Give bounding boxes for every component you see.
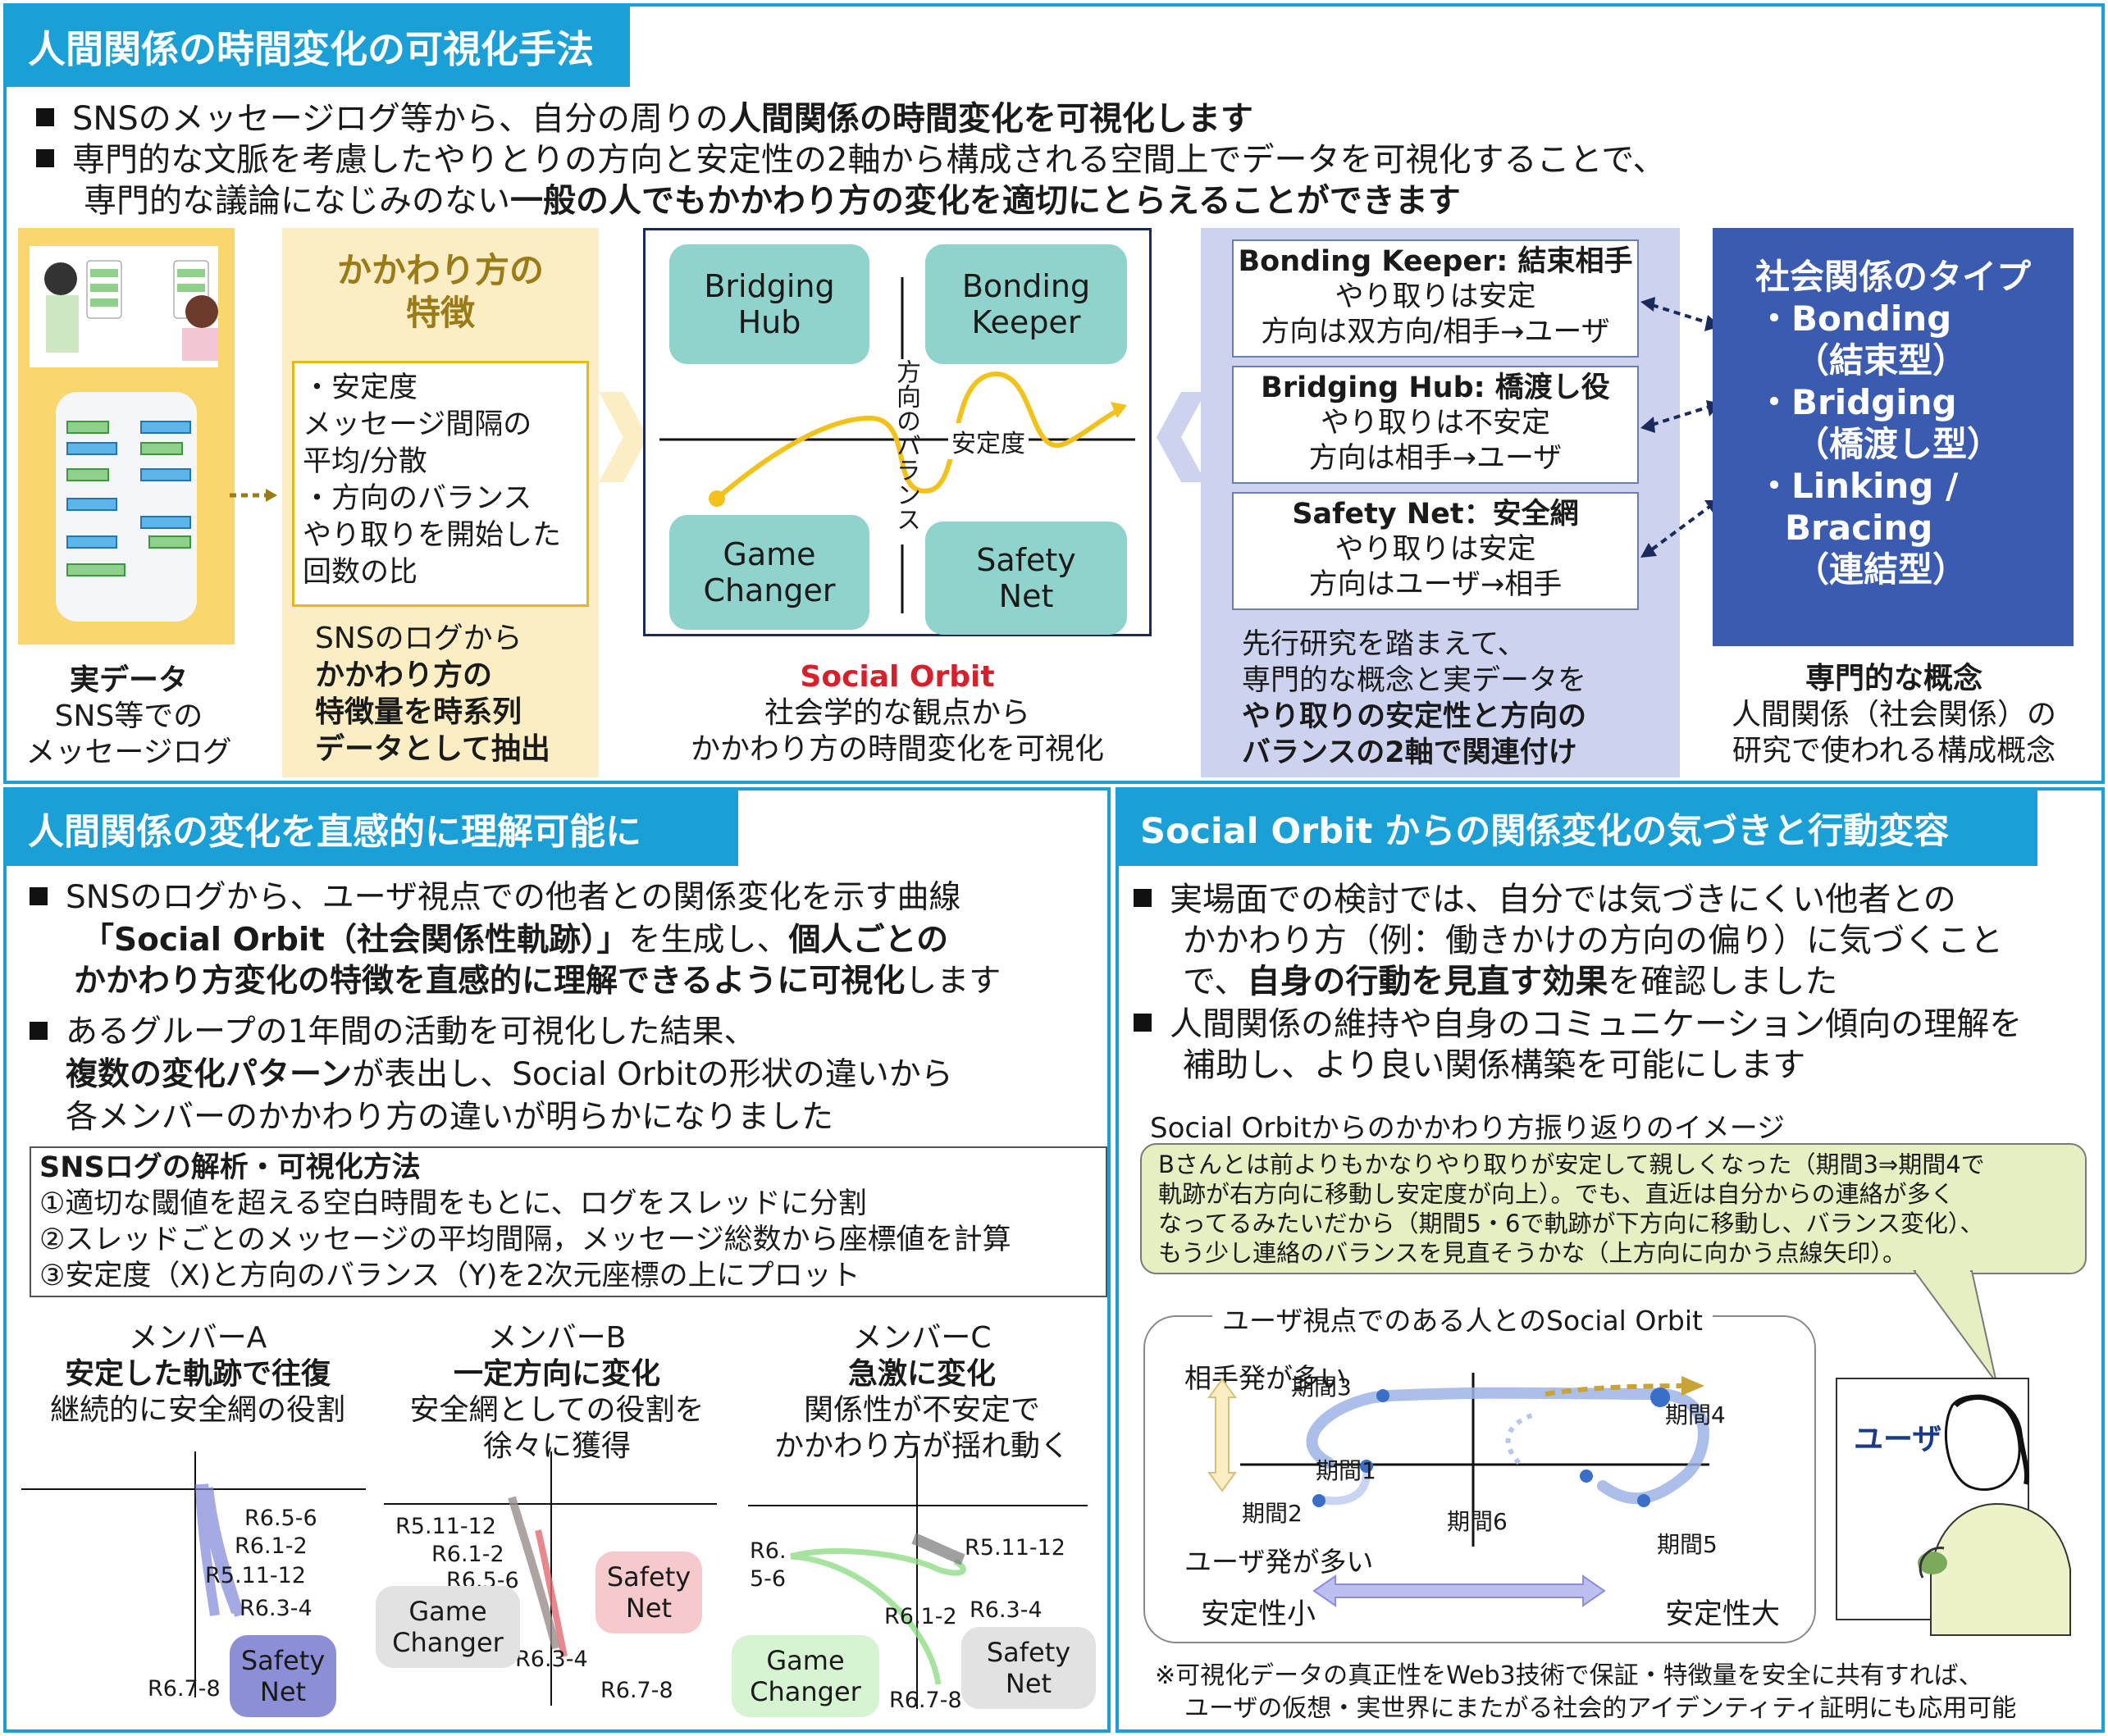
stability-high-label: 安定性大 (1665, 1598, 1781, 1631)
period-4-label: 期間4 (1665, 1401, 1726, 1428)
footnote: ※可視化データの真正性をWeb3技術で保証・特徴量を安全に共有すれば、 ユーザの… (1155, 1661, 2017, 1723)
orbit-caption: Social Orbit 社会学的な観点から かかわり方の時間変化を可視化 (690, 660, 1104, 766)
period-2-label: 期間2 (1242, 1500, 1303, 1527)
member-c-label-3: R5.11-12 (965, 1535, 1065, 1561)
top-bullet-1: SNSのメッセージログ等から、自分の周りの人間関係の時間変化を可視化します (36, 98, 1253, 139)
chevron-right-icon (599, 392, 648, 482)
user-orbit-title: ユーザ視点でのある人とのSocial Orbit (1212, 1299, 1713, 1338)
member-c-orbit (748, 1447, 1088, 1709)
real-data-panel (18, 228, 235, 645)
member-c-label-5: R6.3-4 (970, 1597, 1043, 1623)
features-caption: SNSのログから かかわり方の 特徴量を時系列 データとして抽出 (315, 622, 550, 766)
member-a-orbit (21, 1451, 366, 1697)
double-arrows-icon (1640, 297, 1721, 558)
features-box: ・安定度 メッセージ間隔の 平均/分散 ・方向のバランス やり取りを開始した 回… (292, 361, 589, 607)
left-bullet-1: SNSのログから、ユーザ視点での他者との関係変化を示す曲線 (30, 877, 961, 918)
user-label: ユーザ (1854, 1423, 1942, 1456)
right-bullet-2: 人間関係の維持や自身のコミュニケーション傾向の理解を (1134, 1004, 2022, 1045)
left-title: 人間関係の変化を直感的に理解可能に (7, 791, 738, 866)
partner-more-label: 相手発が多い (1184, 1362, 1347, 1394)
user-more-label: ユーザ発が多い (1184, 1546, 1374, 1578)
speech-bubble: Bさんとは前よりもかなりやり取りが安定して親しくなった（期間3⇒期間4で 軌跡が… (1140, 1143, 2087, 1274)
axis-direction-label: 方向のバランス (892, 359, 920, 531)
member-b-label-4: R6.3-4 (515, 1647, 588, 1672)
dashed-arrow-icon (230, 489, 277, 502)
bubble-tail (1913, 1269, 1997, 1383)
relation-bridging-hub: Bridging Hub: 橋渡し役 やり取りは不安定 方向は相手→ユーザ (1232, 366, 1639, 484)
chevron-left-icon (1157, 392, 1206, 482)
member-a-label-5: R6.7-8 (148, 1676, 221, 1702)
left-bullet-2-line3: 各メンバーのかかわり方の違いが明らかになりました (66, 1099, 834, 1136)
member-a-label-4: R6.3-4 (240, 1596, 313, 1621)
relations-caption: 先行研究を踏まえて、 専門的な概念と実データを やり取りの安定性と方向の バラン… (1242, 628, 1587, 769)
member-b-label-5: R6.7-8 (600, 1678, 673, 1703)
left-bullet-2-line2: 複数の変化パターンが表出し、Social Orbitの形状の違いから (66, 1056, 953, 1093)
orbit-axes (659, 277, 1135, 613)
member-c-label-2: 5-6 (750, 1566, 787, 1592)
period-5-label: 期間5 (1657, 1531, 1718, 1558)
chat-illustration (30, 246, 218, 622)
relation-bonding-keeper: Bonding Keeper: 結束相手 やり取りは安定 方向は双方向/相手→ユ… (1232, 239, 1639, 358)
real-data-caption: 実データ SNS等での メッセージログ (25, 663, 232, 769)
member-a-label-3: R5.11-12 (205, 1563, 306, 1588)
period-6-label: 期間6 (1447, 1508, 1508, 1535)
member-c-label-6: R6.7-8 (889, 1688, 962, 1713)
member-c-header: メンバーC 急激に変化 関係性が不安定で かかわり方が揺れ動く (773, 1321, 1070, 1463)
period-3-label: 期間3 (1291, 1374, 1352, 1401)
member-c-label-1: R6. (750, 1538, 787, 1564)
left-bullet-1-line2: 「Social Orbit（社会関係性軌跡）」を生成し、個人ごとの (82, 922, 949, 959)
relation-safety-net: Safety Net：安全網 やり取りは安定 方向はユーザ→相手 (1232, 492, 1639, 610)
member-c-label-4: R6.1-2 (884, 1604, 957, 1629)
right-bullet-2-line2: 補助し、より良い関係構築を可能にします (1183, 1046, 1806, 1084)
member-a-header: メンバーA 安定した軌跡で往復 継続的に安全網の役割 (49, 1321, 345, 1427)
features-heading: かかわり方の 特徴 (336, 250, 544, 333)
member-b-label-1: R5.11-12 (395, 1514, 496, 1539)
concept-caption: 専門的な概念 人間関係（社会関係）の 研究で使われる構成概念 (1731, 662, 2056, 768)
left-bullet-1-line3: かかわり方変化の特徴を直感的に理解できるように可視化します (74, 963, 1002, 1000)
period-1-label: 期間1 (1316, 1457, 1376, 1484)
top-title: 人間関係の時間変化の可視化手法 (7, 7, 630, 87)
axis-stability-label: 安定度 (948, 423, 1029, 459)
member-b-header: メンバーB 一定方向に変化 安全網としての役割を 徐々に獲得 (409, 1321, 705, 1463)
top-bullet-2-line2: 専門的な議論になじみのない一般の人でもかかわり方の変化を適切にとらえることができ… (84, 182, 1461, 220)
method-box: SNSログの解析・可視化方法 ①適切な閾値を超える空白時間をもとに、ログをスレッ… (30, 1146, 1107, 1297)
left-bullet-2: あるグループの1年間の活動を可視化した結果、 (30, 1012, 755, 1053)
top-panel: 人間関係の時間変化の可視化手法 SNSのメッセージログ等から、自分の周りの人間関… (3, 3, 2105, 784)
right-bullet-1: 実場面での検討では、自分では気づきにくい他者との (1134, 879, 1956, 920)
user-orbit-chart (1207, 1373, 1709, 1607)
right-bullet-1-line2: かかわり方（例：働きかけの方向の偏り）に気づくこと (1183, 922, 2003, 959)
left-panel: 人間関係の変化を直感的に理解可能に SNSのログから、ユーザ視点での他者との関係… (3, 787, 1111, 1733)
member-a-label-2: R6.1-2 (235, 1533, 308, 1559)
image-caption: Social Orbitからのかかわり方振り返りのイメージ (1150, 1112, 1786, 1145)
stability-low-label: 安定性小 (1201, 1598, 1316, 1631)
right-panel: Social Orbit からの関係変化の気づきと行動変容 実場面での検討では、… (1116, 787, 2105, 1733)
social-types-panel: 社会関係のタイプ ・Bonding （結束型） ・Bridging （橋渡し型）… (1713, 228, 2074, 646)
member-a-label-1: R6.5-6 (244, 1506, 317, 1531)
member-b-label-2: R6.1-2 (431, 1542, 504, 1567)
member-b-orbit (384, 1451, 717, 1706)
right-title: Social Orbit からの関係変化の気づきと行動変容 (1119, 791, 2037, 866)
top-bullet-2: 専門的な文脈を考慮したやりとりの方向と安定性の2軸から構成される空間上でデータを… (36, 139, 1666, 180)
right-bullet-1-line3: で、自身の行動を見直す効果を確認しました (1183, 963, 1838, 1000)
user-illustration (1918, 1394, 2071, 1636)
